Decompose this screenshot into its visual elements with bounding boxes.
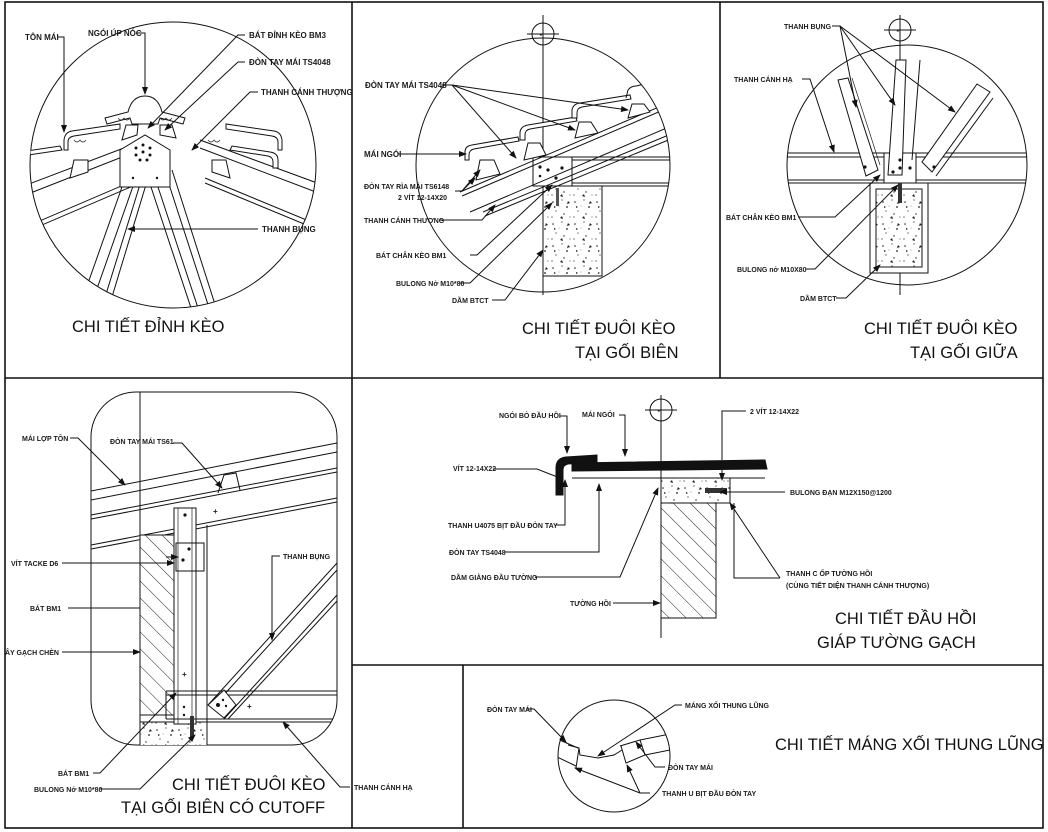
label-ngoi-up-noc: NGÓI ÚP NÓC [88, 29, 142, 38]
roof-tiles [571, 459, 768, 472]
label-don-tay-left: ĐÒN TAY MÁI [487, 705, 532, 714]
detail-circle [557, 699, 671, 813]
label-don-tay-mai: ĐÒN TAY MÁI TS4048 [249, 58, 331, 67]
label-thanh-c-line1: THANH C ỐP TƯỜNG HỒI [786, 568, 872, 578]
label-thanh-c-line2: (CÙNG TIẾT DIỆN THANH CÁNH THƯỢNG) [786, 580, 929, 590]
label-thanh-bung: THANH BỤNG [784, 24, 832, 31]
svg-text:+: + [182, 670, 187, 679]
label-vit: 2 VÍT 12-14X20 [398, 193, 447, 202]
label-xay-gach: ÂY GẠCH CHÈN [5, 648, 59, 657]
panel-title-line2: TẠI GỐI BIÊN CÓ CUTOFF [121, 797, 325, 817]
label-dam-btct: DẦM BTCT [800, 293, 837, 303]
panel-dinh-keo: TÔN MÁI NGÓI ÚP NÓC BÁT ĐỈNH KÈO BM3 ĐÒN… [25, 21, 353, 336]
panel-title-line1: CHI TIẾT ĐẦU HỒI [835, 609, 977, 628]
label-mang-xoi: MÁNG XỐI THUNG LŨNG [685, 700, 770, 710]
detail-circle [786, 44, 1028, 286]
label-thanh-u: THANH U4075 BỊT ĐẦU ĐÒN TAY [448, 520, 558, 530]
label-thanh-bung: THANH BỤNG [262, 225, 316, 234]
concrete-beam [542, 185, 603, 277]
gable-wall [660, 502, 717, 619]
label-thanh-u: THANH U BỊT ĐẦU ĐÒN TAY [662, 788, 756, 798]
label-ton-mai: TÔN MÁI [25, 33, 59, 42]
label-don-tay-mai: ĐÒN TAY MÁI TS61 [110, 437, 174, 446]
label-thanh-bung: THANH BỤNG [283, 554, 331, 561]
label-thanh-canh-ha: THANH CÁNH HẠ [734, 75, 793, 84]
panel-title-line1: CHI TIẾT ĐUÔI KÈO [864, 319, 1018, 338]
label-don-tay: ĐÒN TAY TS4048 [449, 548, 506, 557]
panel-dau-hoi: - NGÓI BÒ ĐẦU HỒI MÁI NGÓI 2 VÍT 12-14X2… [448, 395, 977, 652]
brick-wall [139, 534, 175, 716]
label-don-tay-mai: ĐÒN TAY MÁI TS4048 [365, 81, 447, 90]
label-mai-ngoi: MÁI NGÓI [364, 150, 401, 159]
label-bat-chan-keo: BÁT CHÂN KÈO BM1 [726, 213, 796, 222]
svg-text:+: + [247, 702, 252, 711]
panel-title-line2: GIÁP TƯỜNG GẠCH [817, 633, 976, 652]
label-don-tay-ria: ĐÒN TAY RÌA MÁI TS6148 [364, 182, 449, 191]
label-bulong: BULONG nở M10X80 [737, 267, 807, 274]
label-bulong: BULONG Nở M10*80 [396, 281, 464, 288]
label-bat-chan-keo: BÁT CHÂN KÈO BM1 [376, 251, 446, 260]
label-thanh-canh-thuong: THANH CÁNH THƯỢNG [261, 88, 353, 97]
panel-title-line1: CHI TIẾT ĐUÔI KÈO [522, 319, 676, 338]
svg-text:-: - [897, 26, 900, 35]
panel-duoi-keo-cutoff: + + + MÁI LỢP TÔN ĐÒN TAY MÁI TS61 VÍT T… [5, 391, 413, 817]
detail-circle [29, 21, 317, 309]
svg-text:-: - [540, 30, 543, 39]
panel-duoi-keo-giua: - THANH BỤNG THA [726, 15, 1028, 362]
label-dam-btct: DẦM BTCT [452, 295, 489, 305]
label-ngoi-bo: NGÓI BÒ ĐẦU HỒI [499, 410, 561, 420]
label-mai-ngoi: MÁI NGÓI [582, 410, 615, 419]
label-bulong: BULONG Nở M10*80 [34, 787, 102, 794]
label-don-tay-right: ĐÒN TAY MÁI [668, 763, 713, 772]
panel-title-line2: TẠI GỐI BIÊN [575, 342, 679, 362]
panel-duoi-keo-bien: - [364, 15, 679, 362]
panel-title: CHI TIẾT MÁNG XỐI THUNG LŨNG [775, 734, 1044, 754]
detail-boundary [90, 391, 338, 746]
label-bat-bm1-bottom: BÁT BM1 [58, 769, 89, 778]
svg-text:-: - [658, 406, 661, 415]
label-bat-dinh-keo: BÁT ĐỈNH KÈO BM3 [249, 31, 326, 40]
label-mai-lop-ton: MÁI LỢP TÔN [22, 434, 68, 443]
panel-mang-xoi: ĐÒN TAY MÁI MÁNG XỐI THUNG LŨNG ĐÒN TAY … [487, 699, 1044, 813]
panel-title-line2: TẠI GỐI GIỮA [910, 342, 1018, 362]
label-vit: VÍT 12-14X22 [453, 464, 496, 473]
label-thanh-canh-thuong: THANH CÁNH THƯỢNG [364, 216, 445, 225]
panel-frames [4, 1, 1044, 829]
label-thanh-canh-ha: THANH CÁNH HẠ [354, 783, 413, 792]
panel-title-line1: CHI TIẾT ĐUÔI KÈO [172, 775, 326, 794]
label-vit-2: 2 VÍT 12-14X22 [750, 407, 799, 416]
label-vit-tacke: VÍT TACKE D6 [11, 559, 58, 568]
label-bat-bm1-top: BÁT BM1 [30, 604, 61, 613]
panel-title: CHI TIẾT ĐỈNH KÈO [72, 317, 225, 336]
svg-text:+: + [213, 507, 218, 516]
label-tuong-hoi: TƯỜNG HỒI [570, 598, 611, 608]
label-dam-giang: DẦM GIẰNG ĐẦU TƯỜNG [451, 572, 538, 582]
label-bulong-dan: BULONG ĐẠN M12X150@1200 [790, 490, 892, 497]
